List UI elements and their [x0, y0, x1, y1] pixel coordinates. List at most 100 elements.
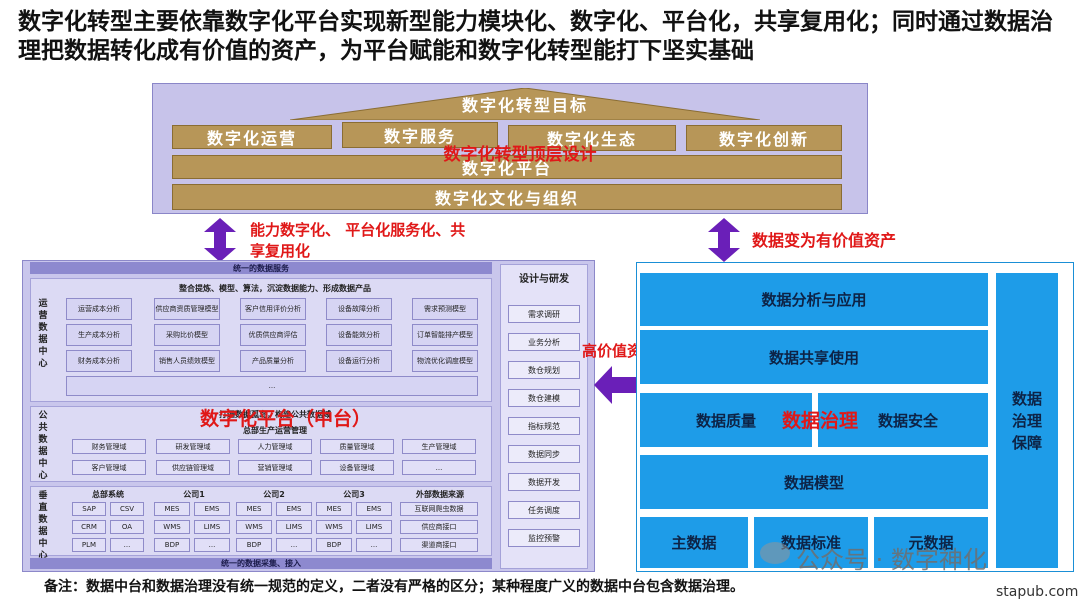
top-design-overlay: 数字化转型顶层设计: [443, 145, 597, 165]
public-cell: 人力管理域: [238, 439, 312, 454]
public-cell: 生产管理域: [402, 439, 476, 454]
ops-cell: 设备能效分析: [326, 324, 392, 346]
external-cell: 供应商接口: [400, 520, 478, 534]
vertical-header: 外部数据来源: [416, 490, 464, 499]
ops-cell: 采购比价模型: [154, 324, 220, 346]
rd-item: 需求调研: [508, 305, 580, 323]
ops-cell: 财务成本分析: [66, 350, 132, 372]
hq-cell: ...: [110, 538, 144, 552]
hq-cell: OA: [110, 520, 144, 534]
left-arrow-icon: [594, 366, 636, 404]
footnote: 备注：数据中台和数据治理没有统一规范的定义，二者没有严格的区分；某种程度广义的数…: [44, 579, 744, 595]
ops-cell: 设备故障分析: [326, 298, 392, 320]
rd-item: 数仓建模: [508, 389, 580, 407]
right-double-arrow-icon: [708, 218, 740, 262]
integrate-bar: 整合提炼、模型、算法，沉淀数据能力、形成数据产品: [179, 284, 371, 293]
ops-more-cell: ...: [66, 376, 478, 396]
company-cell: ...: [276, 538, 312, 552]
analysis-block: 数据分析与应用: [640, 273, 988, 326]
wechat-icon: [760, 542, 790, 564]
hq-cell: CRM: [72, 520, 106, 534]
company-cell: BDP: [236, 538, 272, 552]
ops-cell: 运营成本分析: [66, 298, 132, 320]
collect-bar: 统一的数据采集、接入: [30, 558, 492, 569]
hq-cell: CSV: [110, 502, 144, 516]
unified-service-bar: 统一的数据服务: [30, 262, 492, 274]
public-cell: 质量管理域: [320, 439, 394, 454]
external-cell: 渠道商接口: [400, 538, 478, 552]
company-cell: MES: [316, 502, 352, 516]
vertical-label: 垂直数据中心: [38, 491, 48, 561]
company-cell: LIMS: [194, 520, 230, 534]
ops-label: 运营数据中心: [38, 299, 48, 369]
site-label: stapub.com: [996, 584, 1079, 600]
goal-roof: [290, 88, 760, 120]
public-cell: 研发管理域: [156, 439, 230, 454]
ops-cell: 产品质量分析: [240, 350, 306, 372]
master-data-block: 主数据: [640, 517, 748, 568]
left-double-arrow-icon: [204, 218, 236, 262]
rd-item: 数据开发: [508, 473, 580, 491]
company-cell: EMS: [276, 502, 312, 516]
goal-label: 数字化转型目标: [461, 96, 588, 115]
hq-cell: PLM: [72, 538, 106, 552]
vertical-header: 总部系统: [92, 490, 124, 499]
vertical-header: 公司3: [343, 490, 365, 499]
vertical-header: 公司1: [183, 490, 205, 499]
left-arrow-label: 能力数字化、 平台化服务化、共享复用化: [250, 221, 466, 260]
ops-cell: 客户信用评价分析: [240, 298, 306, 320]
ops-cell: 物流优化调度模型: [412, 350, 478, 372]
rd-item: 指标规范: [508, 417, 580, 435]
company-cell: BDP: [154, 538, 190, 552]
ops-cell: 订单智能排产模型: [412, 324, 478, 346]
page-title: 数字化转型主要依靠数字化平台实现新型能力模块化、数字化、平台化，共享复用化；同时…: [18, 9, 1053, 64]
ops-box: 数字化运营: [172, 125, 332, 149]
culture-box: 数字化文化与组织: [172, 184, 842, 210]
company-cell: WMS: [154, 520, 190, 534]
company-cell: WMS: [316, 520, 352, 534]
platform-overlay: 数字化平台（中台）: [200, 408, 372, 430]
company-cell: LIMS: [276, 520, 312, 534]
hq-cell: SAP: [72, 502, 106, 516]
ops-cell: 供应商资质管理模型: [154, 298, 220, 320]
public-cell: 供应链管理域: [156, 460, 230, 475]
public-label: 公共数据中心: [38, 411, 48, 481]
public-cell: 财务管理域: [72, 439, 146, 454]
ops-cell: 需求预测模型: [412, 298, 478, 320]
service-box: 数字服务: [342, 122, 498, 148]
rd-item: 监控预警: [508, 529, 580, 547]
company-cell: LIMS: [356, 520, 392, 534]
public-sub: 总部生产运营管理: [243, 426, 307, 435]
guarantee-label: 数据治理保障: [1011, 389, 1042, 452]
ops-cell: 销售人员绩效模型: [154, 350, 220, 372]
rd-title: 设计与研发: [519, 274, 569, 285]
model-block: 数据模型: [640, 455, 988, 509]
public-cell: 营销管理域: [238, 460, 312, 475]
right-arrow-label: 数据变为有价值资产: [752, 231, 897, 250]
platform-box: 数字化平台: [172, 155, 842, 179]
company-cell: WMS: [236, 520, 272, 534]
ecosystem-box: 数字化生态: [508, 125, 676, 151]
public-bar: 打通数据孤岛，构建公共数据域: [219, 410, 331, 419]
security-block: 数据安全: [818, 393, 988, 447]
ops-cell: 设备运行分析: [326, 350, 392, 372]
public-cell: 设备管理域: [320, 460, 394, 475]
metadata-block: 元数据: [874, 517, 988, 568]
public-cell: 客户管理域: [72, 460, 146, 475]
standard-block: 数据标准: [754, 517, 868, 568]
company-cell: ...: [356, 538, 392, 552]
company-cell: EMS: [194, 502, 230, 516]
company-cell: BDP: [316, 538, 352, 552]
company-cell: MES: [236, 502, 272, 516]
rd-item: 数据同步: [508, 445, 580, 463]
guarantee-block: 数据治理保障: [996, 273, 1058, 568]
vertical-header: 公司2: [263, 490, 285, 499]
quality-block: 数据质量: [640, 393, 812, 447]
ops-cell: 优质供应商评估: [240, 324, 306, 346]
rd-item: 数仓规划: [508, 361, 580, 379]
governance-overlay: 数据治理: [782, 410, 859, 432]
company-cell: ...: [194, 538, 230, 552]
watermark: 公众号 · 数字神化: [796, 546, 987, 574]
company-cell: MES: [154, 502, 190, 516]
company-cell: EMS: [356, 502, 392, 516]
